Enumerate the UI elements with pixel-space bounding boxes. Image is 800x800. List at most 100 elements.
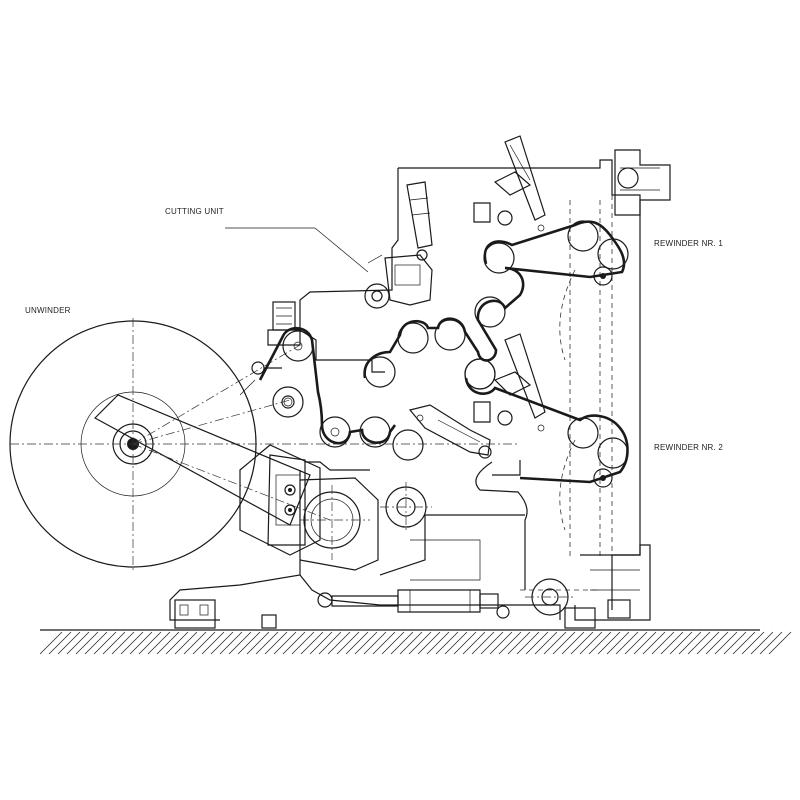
- label-rewinder-1: REWINDER NR. 1: [654, 239, 724, 248]
- floor-hatch-line: [111, 631, 135, 655]
- floor-hatch-line: [732, 631, 756, 655]
- floor-hatch-line: [300, 631, 324, 655]
- floor-hatch-line: [516, 631, 540, 655]
- floor-hatch-line: [174, 631, 198, 655]
- floor-hatch-line: [264, 631, 288, 655]
- floor-hatch-line: [156, 631, 180, 655]
- floor-hatch-line: [66, 631, 90, 655]
- floor: [39, 629, 792, 655]
- floor-hatch-line: [435, 631, 459, 655]
- bottom-pulleys: [380, 482, 575, 616]
- floor-hatch-line: [228, 631, 252, 655]
- label-unwinder: UNWINDER: [25, 306, 71, 315]
- floor-hatch-line: [480, 631, 504, 655]
- floor-hatch-line: [75, 631, 99, 655]
- floor-hatch-line: [57, 631, 81, 655]
- floor-hatch-line: [543, 631, 567, 655]
- floor-hatch-line: [84, 631, 108, 655]
- floor-hatch-line: [507, 631, 531, 655]
- rewinder-2: [464, 333, 629, 488]
- floor-hatch-line: [417, 631, 441, 655]
- floor-hatch-line: [309, 631, 333, 655]
- floor-hatch-line: [282, 631, 306, 655]
- floor-hatch-line: [462, 631, 486, 655]
- floor-hatch-line: [255, 631, 279, 655]
- floor-hatch-line: [354, 631, 378, 655]
- floor-hatch-line: [183, 631, 207, 655]
- floor-hatch-line: [390, 631, 414, 655]
- floor-hatch-line: [561, 631, 585, 655]
- lift-cylinder: [317, 589, 510, 619]
- rewinder-1-drive: [614, 149, 671, 216]
- floor-hatch-line: [768, 631, 792, 655]
- floor-hatch-line: [237, 631, 261, 655]
- floor-hatch-line: [138, 631, 162, 655]
- floor-hatch-line: [381, 631, 405, 655]
- floor-hatch-line: [363, 631, 387, 655]
- floor-hatch-line: [147, 631, 171, 655]
- floor-hatch-line: [498, 631, 522, 655]
- floor-hatch-line: [624, 631, 648, 655]
- floor-hatch-line: [642, 631, 666, 655]
- floor-hatch-line: [696, 631, 720, 655]
- floor-hatch-line: [597, 631, 621, 655]
- floor-hatch-line: [588, 631, 612, 655]
- floor-hatch-line: [129, 631, 153, 655]
- floor-hatch-line: [723, 631, 747, 655]
- floor-hatch-line: [372, 631, 396, 655]
- brake-unit: [267, 454, 379, 571]
- floor-hatch-line: [669, 631, 693, 655]
- floor-hatch-line: [633, 631, 657, 655]
- floor-hatch-line: [714, 631, 738, 655]
- floor-hatch-line: [525, 631, 549, 655]
- floor-hatch-line: [93, 631, 117, 655]
- rewinder-1: [473, 135, 629, 286]
- floor-hatch-line: [489, 631, 513, 655]
- floor-hatch-line: [570, 631, 594, 655]
- web-path: [239, 220, 629, 484]
- floor-hatch-line: [273, 631, 297, 655]
- tension-unit: [251, 301, 301, 409]
- floor-hatch-line: [651, 631, 675, 655]
- floor-hatch-line: [336, 631, 360, 655]
- floor-hatch-line: [246, 631, 270, 655]
- floor-hatch-line: [201, 631, 225, 655]
- floor-hatch-line: [165, 631, 189, 655]
- machine-frame: [169, 159, 641, 621]
- machine-feet: [174, 599, 596, 629]
- floor-hatch-line: [39, 631, 63, 655]
- floor-hatch-line: [687, 631, 711, 655]
- floor-hatch-line: [705, 631, 729, 655]
- label-rewinder-2: REWINDER NR. 2: [654, 443, 724, 452]
- rewinder-2-drive: [574, 544, 651, 621]
- floor-hatch-line: [471, 631, 495, 655]
- floor-hatch-line: [615, 631, 639, 655]
- floor-hatch-line: [120, 631, 144, 655]
- floor-hatch-line: [453, 631, 477, 655]
- dancer-cylinder: [408, 404, 492, 459]
- floor-hatch-line: [579, 631, 603, 655]
- floor-hatch-line: [741, 631, 765, 655]
- floor-hatch-line: [606, 631, 630, 655]
- floor-hatch-line: [219, 631, 243, 655]
- floor-hatch-line: [678, 631, 702, 655]
- floor-hatch-line: [426, 631, 450, 655]
- floor-hatch-line: [750, 631, 774, 655]
- floor-hatch-line: [345, 631, 369, 655]
- floor-hatch-line: [318, 631, 342, 655]
- floor-hatch-line: [408, 631, 432, 655]
- cutting-unit: [225, 181, 433, 309]
- floor-hatch-line: [102, 631, 126, 655]
- floor-hatch-line: [192, 631, 216, 655]
- floor-hatch-line: [210, 631, 234, 655]
- floor-hatch-line: [660, 631, 684, 655]
- floor-hatch-line: [534, 631, 558, 655]
- label-cutting-unit: CUTTING UNIT: [165, 207, 224, 216]
- floor-hatch-line: [552, 631, 576, 655]
- floor-hatch-line: [48, 631, 72, 655]
- floor-hatch-line: [399, 631, 423, 655]
- floor-hatch-line: [291, 631, 315, 655]
- unwinder-reel: [9, 318, 520, 570]
- floor-hatch-line: [444, 631, 468, 655]
